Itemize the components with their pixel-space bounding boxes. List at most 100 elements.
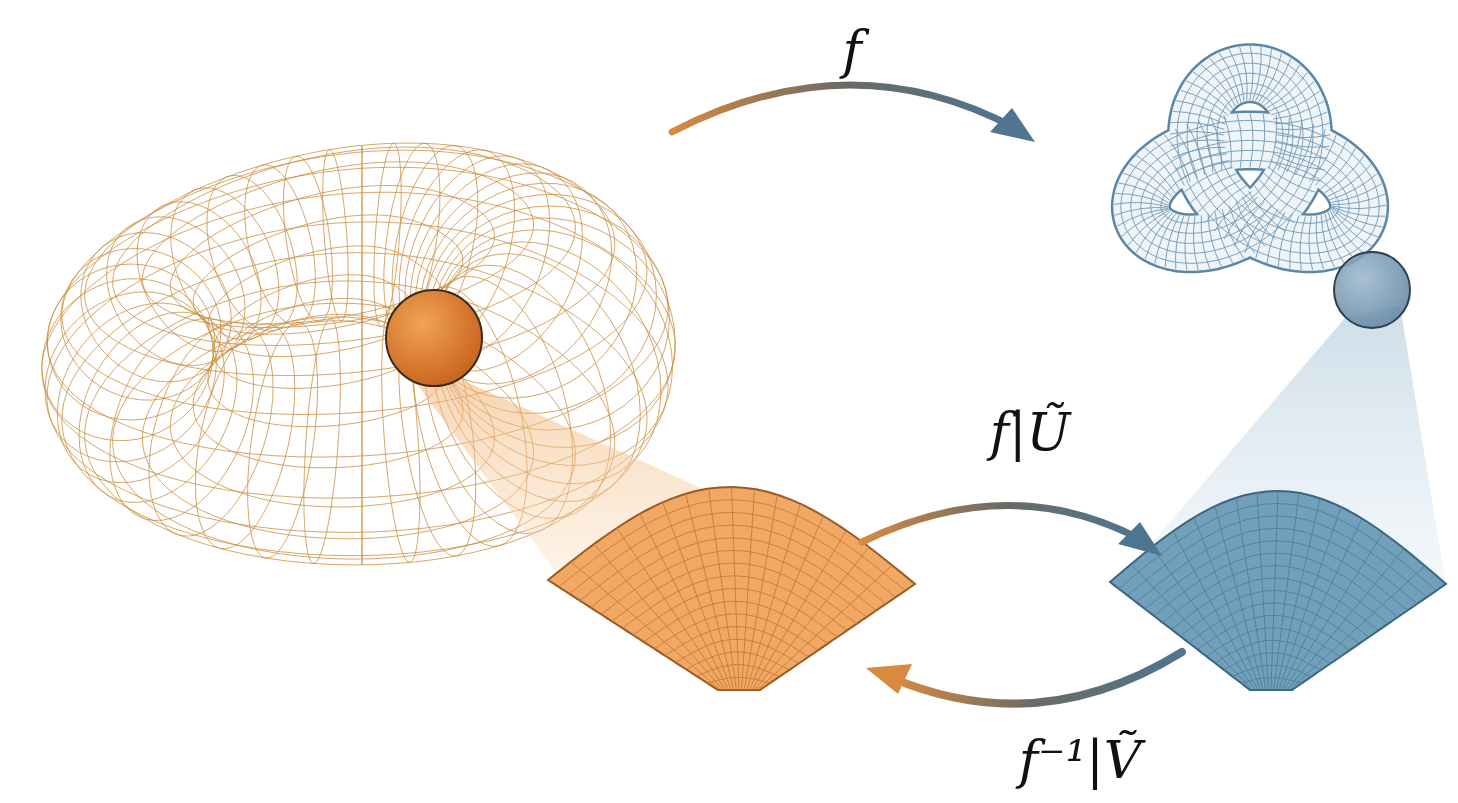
patch-grid xyxy=(1241,678,1301,684)
patch-surface xyxy=(548,487,915,690)
tube-ring xyxy=(1236,201,1266,246)
tube-ring xyxy=(1331,210,1371,246)
torus-meridian xyxy=(137,202,261,352)
tube-ring xyxy=(1229,49,1244,101)
torus-parallel xyxy=(85,143,615,376)
tube-ring xyxy=(1201,215,1210,268)
torus-meridian xyxy=(362,145,363,322)
tube-ring xyxy=(1276,135,1330,138)
patch-grid xyxy=(1282,518,1363,690)
tube-ring xyxy=(1187,124,1205,175)
patch-grid xyxy=(580,525,886,604)
tube-ring xyxy=(1276,141,1330,148)
patch-grid xyxy=(633,589,838,638)
tube-ring xyxy=(1332,194,1385,204)
torus-meridian xyxy=(283,156,332,321)
tube-ring xyxy=(1256,49,1272,101)
patch-grid xyxy=(744,495,777,690)
arrowhead xyxy=(866,664,912,694)
orange-neighbourhood-ball xyxy=(386,290,482,386)
tube-ring xyxy=(1222,209,1244,258)
tube-ring xyxy=(1268,167,1316,193)
tube-ring xyxy=(1185,167,1233,192)
tube-ring xyxy=(1185,216,1189,270)
tube-ring xyxy=(1193,216,1198,270)
tube-ring xyxy=(1269,81,1314,111)
tube-ring xyxy=(1117,209,1168,227)
torus-meridian xyxy=(57,303,224,483)
tube-longitude xyxy=(1121,53,1379,263)
patch-grid xyxy=(1289,566,1425,690)
tube-ring xyxy=(1198,180,1241,213)
tube-ring xyxy=(1249,191,1285,231)
patch-grid xyxy=(750,516,824,690)
patch-grid xyxy=(755,547,869,690)
tube-ring xyxy=(1176,101,1227,120)
arrow-restriction xyxy=(862,505,1142,542)
tube-ring xyxy=(1165,215,1179,267)
patch-grid xyxy=(1287,549,1404,691)
arrowhead xyxy=(1118,522,1162,556)
tube-ring xyxy=(1250,46,1253,100)
tube-ring xyxy=(1199,120,1214,172)
tube-ring xyxy=(1332,208,1382,227)
arrow-inverse xyxy=(892,652,1182,704)
tube-ring xyxy=(1273,153,1325,169)
patch-grid xyxy=(686,652,789,670)
tube-ring xyxy=(1275,112,1328,124)
torus-parallel xyxy=(62,150,647,414)
patch-grid xyxy=(752,531,846,691)
tube-longitude xyxy=(1131,63,1369,253)
tube-ring xyxy=(1290,215,1299,268)
tube-ring xyxy=(1278,214,1292,266)
blue-neighbourhood-ball xyxy=(1334,252,1410,328)
tube-ring xyxy=(1145,213,1173,259)
tube-ring xyxy=(1210,58,1239,104)
tube-ring xyxy=(1171,122,1225,129)
patch-grid xyxy=(1198,615,1350,650)
tube-ring xyxy=(1191,174,1237,203)
tube-ring xyxy=(1115,207,1169,215)
torus-meridian xyxy=(362,313,363,565)
math-label: f|Ũ xyxy=(990,406,1071,458)
tube-ring xyxy=(1259,114,1264,168)
tube-ring xyxy=(1332,207,1385,216)
patch-grid xyxy=(742,489,755,690)
tube-ring xyxy=(1224,115,1231,169)
tube-ring xyxy=(1261,58,1291,103)
arrowhead xyxy=(990,108,1035,142)
patch-grid xyxy=(1276,498,1320,690)
tube-ring xyxy=(1237,114,1242,168)
torus-meridian xyxy=(42,279,213,441)
tube-ring xyxy=(1328,212,1354,259)
tube-ring xyxy=(1325,214,1345,264)
tube-ring xyxy=(1215,192,1252,231)
tube-ring xyxy=(1300,216,1305,270)
tube-ring xyxy=(1271,160,1321,181)
tube-ring xyxy=(1145,148,1179,190)
torus-meridian xyxy=(245,165,316,325)
tube-ring xyxy=(1115,193,1168,205)
tube-ring xyxy=(1240,47,1248,101)
patch-grid xyxy=(1224,653,1321,670)
tube-ring xyxy=(1330,174,1377,200)
tube-ring xyxy=(1275,147,1328,158)
tube-ring xyxy=(1175,129,1197,178)
tube-ring xyxy=(1206,186,1246,222)
tube-ring xyxy=(1267,212,1285,263)
tube-ring xyxy=(1193,72,1233,108)
tube-ring xyxy=(1154,141,1184,186)
patch-grid xyxy=(1284,533,1383,691)
orange-chart-patch xyxy=(548,487,915,690)
tube-ring xyxy=(1316,216,1323,269)
tube-ring xyxy=(1215,212,1233,263)
tube-ring xyxy=(1276,123,1330,130)
torus-parallel xyxy=(142,162,533,328)
tube-ring xyxy=(1114,202,1168,206)
tube-ring xyxy=(1259,180,1302,213)
tube-ring xyxy=(1332,209,1378,237)
tube-ring xyxy=(1250,113,1253,167)
tube-ring xyxy=(1271,91,1319,115)
tube-ring xyxy=(1332,205,1386,208)
